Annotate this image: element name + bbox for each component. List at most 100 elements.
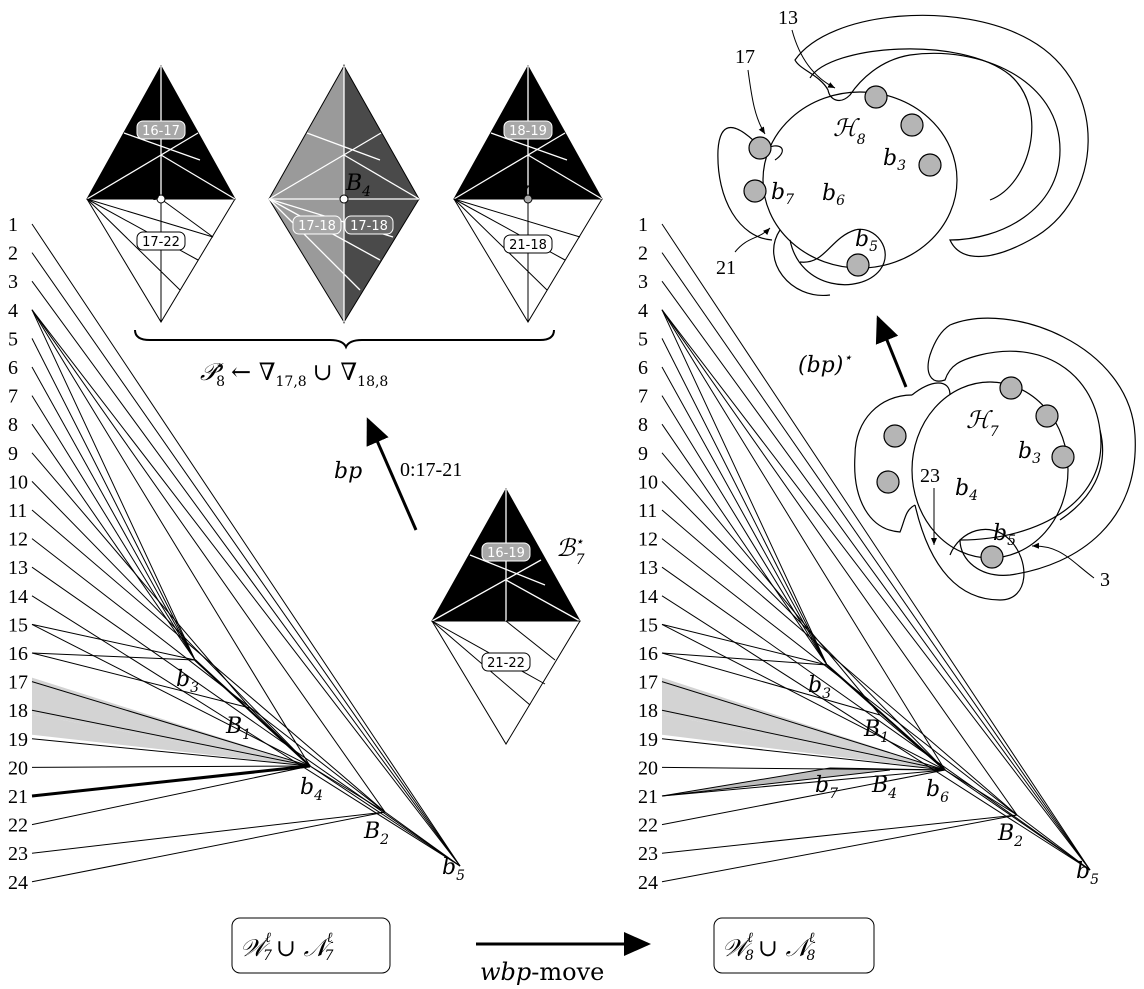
arrangement-line: [661, 223, 1091, 871]
right-vertex-b3: b3: [808, 673, 831, 702]
row-label: 18: [8, 700, 28, 722]
row-label: 18: [638, 700, 658, 722]
h7-disks: [876, 376, 1075, 569]
h7-label-b3: b3: [1018, 439, 1041, 467]
top-formula: 𝒫⋆8← ∇17,8∪ ∇18,8: [200, 358, 388, 390]
arrangement-line: [661, 309, 1091, 871]
arrangement-line: [31, 765, 311, 826]
right-line-arrangement: [661, 223, 1091, 883]
arrangement-line: [31, 652, 251, 709]
row-label: 7: [8, 386, 18, 408]
top-right-polygon: 18-19 b7 21-18: [453, 64, 603, 323]
h8-label-b6: b6: [822, 181, 845, 209]
arrangement-line: [31, 280, 461, 867]
row-label: 22: [8, 815, 28, 837]
row-label: 2: [638, 243, 648, 265]
row-label: 24: [638, 872, 658, 894]
left-vertex-B2: B2: [363, 819, 389, 848]
wbp-move-label: wbp-move: [480, 958, 604, 986]
right-vertex-labels: b3 B1 b7 B4 b6 B2 b5: [808, 673, 1099, 888]
h8-callout-13-arrow: [791, 29, 836, 89]
arrangement-line: [661, 509, 1018, 816]
arrangement-line: [31, 309, 196, 661]
arrangement-line: [31, 509, 386, 813]
bp-arrow-label: bp: [334, 459, 362, 484]
row-label: 23: [638, 843, 658, 865]
arrangement-line: [661, 769, 891, 797]
h7-callout-3-arrow: [1031, 542, 1095, 579]
arrangement-line: [661, 623, 946, 771]
arrangement-line: [879, 714, 946, 771]
arrangement-line: [31, 764, 311, 798]
shaded-region: [32, 714, 310, 766]
row-label: 15: [8, 614, 28, 636]
row-label: 6: [8, 357, 18, 379]
row-label: 5: [8, 328, 18, 350]
h8-label-b5: b5: [855, 227, 878, 255]
row-label: 4: [638, 300, 648, 322]
arrangement-line: [31, 538, 386, 813]
right-vertex-b6: b6: [926, 777, 949, 806]
row-label: 3: [638, 271, 648, 293]
arrangement-line: [31, 811, 386, 854]
row-label: 2: [8, 243, 18, 265]
h8-diagram: [717, 14, 1089, 296]
arrangement-line: [661, 814, 1018, 854]
row-label: 1: [638, 214, 648, 236]
h7-title: ℋ7: [966, 406, 999, 440]
top-brace: [134, 329, 555, 350]
arrangement-line: [194, 659, 311, 767]
arrangement-line: [661, 423, 828, 666]
b7-polygon-vertex: b4: [482, 593, 505, 622]
arrangement-line: [31, 765, 311, 768]
row-label: 17: [638, 672, 658, 694]
row-label: 10: [638, 471, 658, 493]
row-label: 6: [638, 357, 648, 379]
arrangement-line: [31, 652, 196, 661]
row-label: 13: [8, 557, 28, 579]
arrangement-line: [661, 814, 1018, 883]
row-label: 5: [638, 328, 648, 350]
bp-star-arrow-label: (bp)⋆: [798, 350, 852, 378]
arrangement-line: [661, 566, 1091, 871]
arrangement-line: [826, 664, 946, 771]
h8-callout-21: 21: [716, 257, 736, 279]
row-label: 11: [638, 500, 657, 522]
arrangement-line: [661, 681, 946, 771]
arrangement-line: [661, 767, 831, 797]
arrangement-line: [661, 338, 828, 666]
row-label: 21: [8, 786, 28, 808]
shaded-region: [662, 714, 945, 770]
row-label: 8: [638, 414, 648, 436]
arrangement-line: [31, 623, 311, 767]
b7-star-title: ℬ⋆7: [556, 534, 585, 568]
tag-17-22: 17-22: [142, 235, 180, 250]
tag-16-17: 16-17: [142, 124, 180, 139]
top-middle-polygon: B4 17-18 17-18: [268, 64, 420, 324]
arrangement-line: [31, 681, 311, 767]
tag-17-18-left: 17-18: [298, 219, 336, 234]
arrangement-line: [829, 767, 946, 771]
arrangement-line: [31, 452, 251, 709]
row-label: 17: [8, 672, 28, 694]
right-vertex-B1: B1: [863, 717, 889, 746]
arrangement-line: [661, 623, 828, 666]
row-label: 13: [638, 557, 658, 579]
row-label: 15: [638, 614, 658, 636]
arrangement-line: [661, 309, 946, 771]
h7-label-b5: b5: [993, 521, 1016, 549]
arrangement-line: [661, 452, 881, 716]
h8-label-b7: b7: [771, 180, 794, 208]
row-label: 7: [638, 386, 648, 408]
row-label: 11: [8, 500, 27, 522]
row-label: 20: [8, 757, 28, 779]
arrangement-line: [31, 623, 196, 661]
row-label: 12: [8, 529, 28, 551]
row-label: 24: [8, 872, 28, 894]
top-left-vertex: b6: [137, 175, 160, 204]
row-label: 23: [8, 843, 28, 865]
